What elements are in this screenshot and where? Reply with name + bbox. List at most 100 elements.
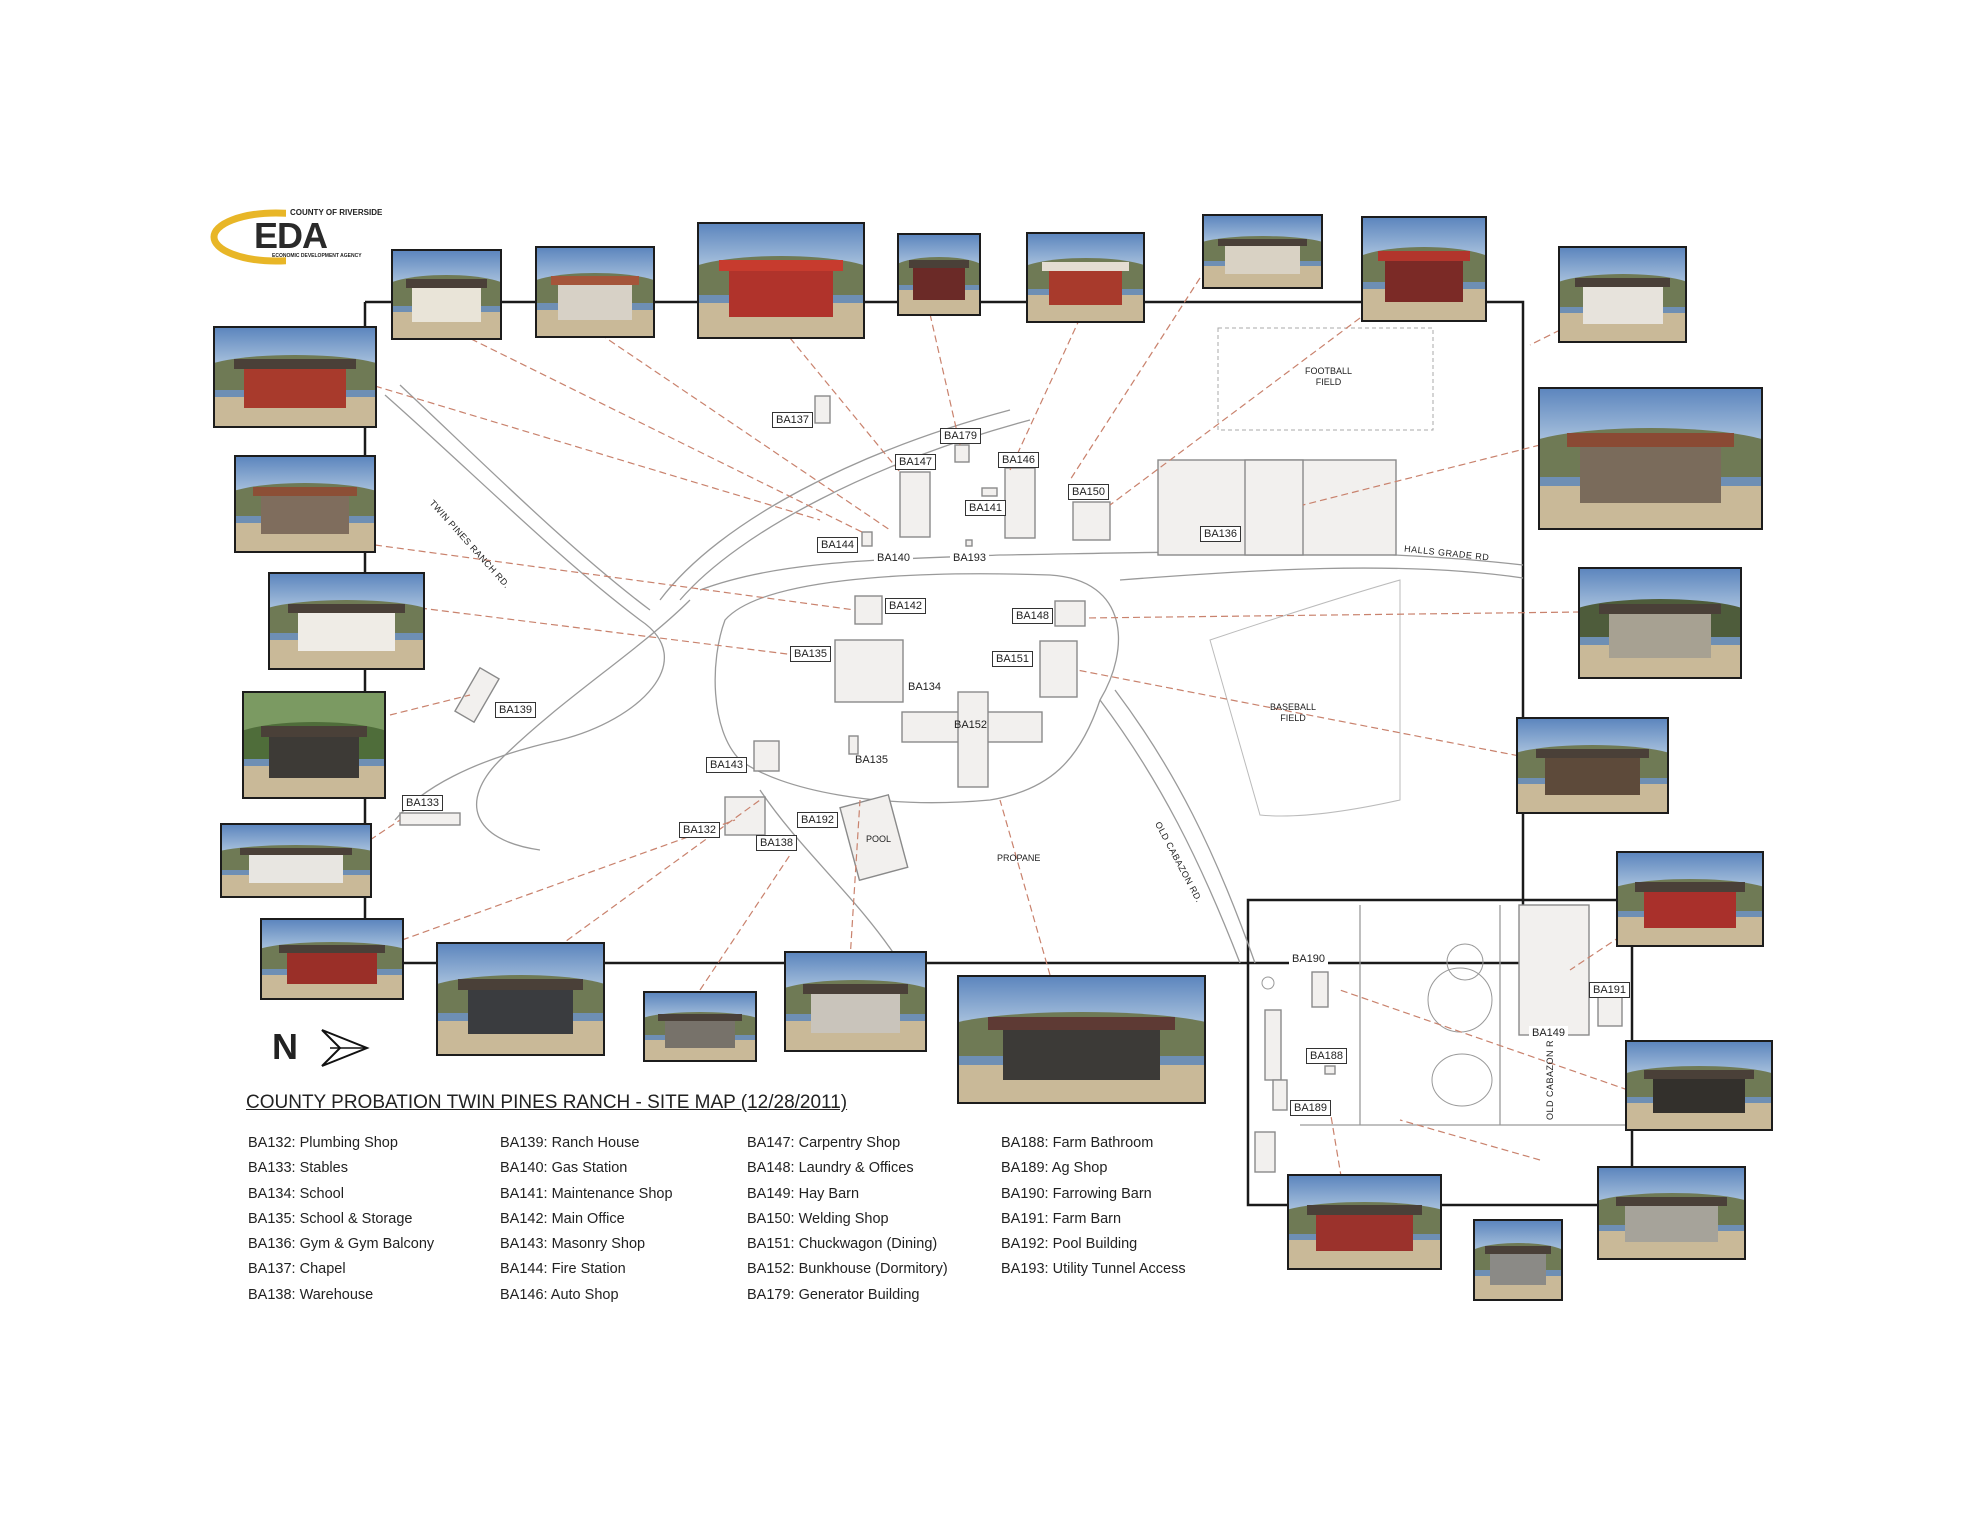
ba190-building-2 xyxy=(1311,971,1329,1008)
leader-14 xyxy=(419,607,836,661)
north-arrow-icon xyxy=(321,1029,370,1067)
label-ba135-a: BA135 xyxy=(790,646,832,662)
ba150-building xyxy=(1072,501,1111,541)
ba192-building xyxy=(839,793,909,882)
legend-item: BA141: Maintenance Shop xyxy=(500,1185,673,1202)
eda-logo: COUNTY OF RIVERSIDE EDA ECONOMIC DEVELOP… xyxy=(206,205,396,267)
building-photo xyxy=(242,691,386,799)
old-cabazon-road xyxy=(1099,699,1241,964)
twin-pines-road xyxy=(384,394,665,821)
logo-name: EDA xyxy=(254,215,328,256)
legend-item: BA138: Warehouse xyxy=(248,1286,374,1303)
label-ba137: BA137 xyxy=(772,412,814,428)
label-ba147: BA147 xyxy=(895,454,937,470)
label-ba143: BA143 xyxy=(706,757,748,773)
leader-8 xyxy=(1109,317,1361,506)
farm-ring-3 xyxy=(1446,943,1484,981)
farm-ring-4 xyxy=(1261,976,1275,990)
label-ba149: BA149 xyxy=(1529,1026,1569,1040)
building-photo xyxy=(535,246,655,338)
leader-5 xyxy=(929,313,961,446)
label-ba136: BA136 xyxy=(1200,526,1242,542)
leader-11 xyxy=(1084,611,1581,619)
legend-item: BA144: Fire Station xyxy=(500,1261,626,1278)
legend-column-1: BA132: Plumbing Shop BA133: Stables BA13… xyxy=(248,1131,434,1308)
road-south xyxy=(759,789,901,964)
label-ba193: BA193 xyxy=(950,551,990,565)
label-ba146: BA146 xyxy=(998,452,1040,468)
ba190-building xyxy=(1264,1009,1282,1081)
building-photo xyxy=(897,233,981,316)
building-photo xyxy=(784,951,927,1052)
football-field xyxy=(1217,327,1434,431)
leader-3 xyxy=(599,333,891,531)
legend-column-2: BA139: Ranch House BA140: Gas Station BA… xyxy=(500,1131,673,1308)
building-photo xyxy=(1578,567,1742,679)
ba135-small-building xyxy=(848,735,859,755)
leader-2 xyxy=(460,333,863,533)
label-ba148: BA148 xyxy=(1012,608,1054,624)
legend-item: BA192: Pool Building xyxy=(1001,1236,1138,1253)
legend-item: BA134: School xyxy=(248,1185,344,1202)
building-photo xyxy=(1287,1174,1442,1270)
label-ba190: BA190 xyxy=(1289,952,1329,966)
ba151-building xyxy=(1039,640,1078,698)
building-photo xyxy=(1616,851,1764,947)
legend-item: BA139: Ranch House xyxy=(500,1135,640,1151)
legend-item: BA189: Ag Shop xyxy=(1001,1160,1108,1177)
legend-item: BA149: Hay Barn xyxy=(747,1185,860,1202)
leader-15 xyxy=(389,694,471,716)
label-ba191: BA191 xyxy=(1589,982,1631,998)
legend-item: BA190: Farrowing Barn xyxy=(1001,1185,1152,1202)
label-ba141: BA141 xyxy=(965,500,1007,516)
legend-item: BA133: Stables xyxy=(248,1160,348,1177)
ba179-building xyxy=(954,444,970,463)
leader-18 xyxy=(539,799,761,961)
logo-county: COUNTY OF RIVERSIDE xyxy=(290,208,383,217)
leader-19 xyxy=(699,854,791,991)
farm-ring-1 xyxy=(1427,967,1493,1033)
baseball-field-label: BASEBALL FIELD xyxy=(1270,702,1317,723)
label-ba188: BA188 xyxy=(1306,1048,1348,1064)
legend-item: BA136: Gym & Gym Balcony xyxy=(248,1236,435,1253)
building-photo xyxy=(643,991,757,1062)
label-ba139: BA139 xyxy=(495,702,537,718)
farm-ring-2 xyxy=(1431,1053,1493,1107)
label-ba140: BA140 xyxy=(874,551,914,565)
legend-item: BA152: Bunkhouse (Dormitory) xyxy=(747,1261,948,1278)
ba146-building xyxy=(1004,467,1036,539)
label-ba144: BA144 xyxy=(817,537,859,553)
building-photo xyxy=(957,975,1206,1104)
label-ba142: BA142 xyxy=(885,598,927,614)
building-photo xyxy=(1202,214,1323,289)
ba143-building xyxy=(753,740,780,772)
legend-column-4: BA188: Farm Bathroom BA189: Ag Shop BA19… xyxy=(1001,1131,1186,1283)
old-cabazon-road-label-2: OLD CABAZON RD. xyxy=(1545,1029,1555,1120)
leader-12 xyxy=(1076,669,1541,761)
ba193-building xyxy=(965,539,973,547)
ba188-building xyxy=(1324,1065,1336,1075)
legend-column-3: BA147: Carpentry Shop BA148: Laundry & O… xyxy=(747,1131,948,1308)
ba133-building xyxy=(399,812,461,826)
ba142-building xyxy=(854,595,883,625)
ba136-building xyxy=(1244,459,1304,556)
ba132-building xyxy=(724,796,766,836)
leader-6 xyxy=(1009,317,1081,471)
building-photo xyxy=(1516,717,1669,814)
building-photo xyxy=(1597,1166,1746,1260)
leader-7 xyxy=(1069,277,1201,481)
building-photo xyxy=(1538,387,1763,530)
old-cabazon-road-2 xyxy=(1114,689,1256,964)
legend-item: BA140: Gas Station xyxy=(500,1160,628,1177)
legend-item: BA188: Farm Bathroom xyxy=(1001,1135,1154,1151)
leader-20 xyxy=(849,799,861,961)
building-photo xyxy=(220,823,372,898)
label-ba151: BA151 xyxy=(992,651,1034,667)
building-photo xyxy=(697,222,865,339)
ba139-building xyxy=(454,666,500,724)
ba189-building xyxy=(1272,1079,1288,1111)
halls-grade-road-2 xyxy=(1119,567,1524,581)
legend-item: BA191: Farm Barn xyxy=(1001,1210,1122,1227)
legend-item: BA132: Plumbing Shop xyxy=(248,1135,398,1151)
